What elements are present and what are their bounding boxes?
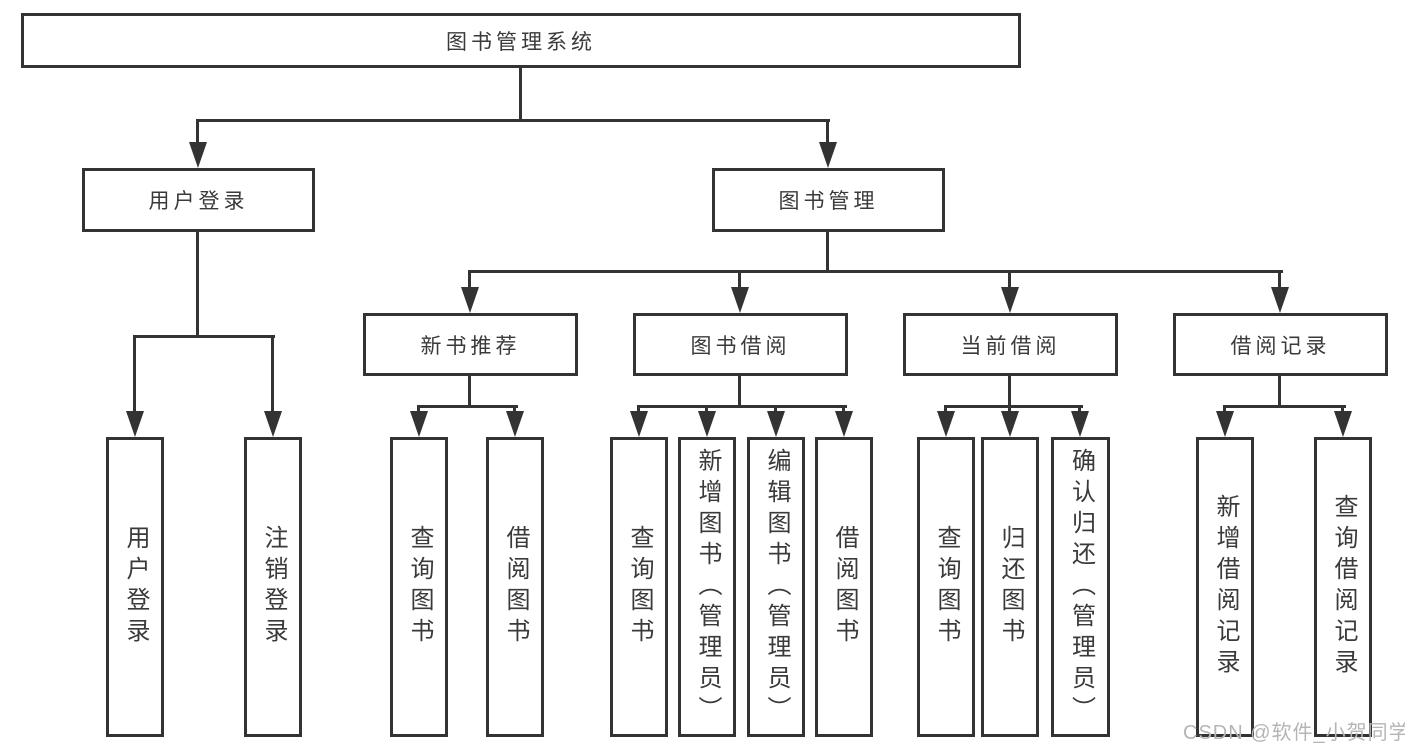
connector-line (842, 405, 845, 413)
arrowhead-icon (1001, 287, 1019, 313)
arrowhead-icon (1216, 411, 1234, 437)
connector-line (196, 119, 199, 144)
arrowhead-icon (506, 411, 524, 437)
arrowhead-icon (767, 411, 785, 437)
connector-line (468, 376, 471, 408)
leaf-br-query-record: 查询借阅记录 (1314, 437, 1372, 737)
connector-line (1008, 376, 1011, 408)
arrowhead-icon (1271, 287, 1289, 313)
node-book-management: 图书管理 (712, 168, 945, 232)
connector-line (1078, 405, 1081, 413)
csdn-watermark: CSDN @软件_小贺同学 (1183, 722, 1405, 744)
connector-line (1341, 405, 1344, 413)
connector-line (774, 405, 777, 413)
connector-line (705, 405, 708, 413)
connector-line (1008, 405, 1011, 413)
arrowhead-icon (461, 287, 479, 313)
connector-line (417, 405, 518, 408)
leaf-bb-edit-books-admin: 编辑图书（管理员） (747, 437, 805, 737)
leaf-bb-borrow-books: 借阅图书 (815, 437, 873, 737)
connector-line (519, 68, 522, 122)
arrowhead-icon (630, 411, 648, 437)
connector-line (1223, 405, 1346, 408)
arrowhead-icon (264, 411, 282, 437)
connector-line (637, 405, 847, 408)
arrowhead-icon (410, 411, 428, 437)
node-root-library-system: 图书管理系统 (21, 13, 1021, 68)
node-borrowing-records: 借阅记录 (1173, 313, 1388, 376)
connector-line (637, 405, 640, 413)
node-user-login: 用户登录 (82, 168, 315, 232)
leaf-logout: 注销登录 (244, 437, 302, 737)
connector-line (944, 405, 947, 413)
arrowhead-icon (1334, 411, 1352, 437)
node-current-borrowing: 当前借阅 (903, 313, 1118, 376)
leaf-cb-confirm-return-admin: 确认归还（管理员） (1051, 437, 1110, 737)
arrowhead-icon (937, 411, 955, 437)
connector-line (468, 270, 1283, 273)
connector-line (196, 232, 199, 338)
leaf-cb-query-books: 查询图书 (917, 437, 975, 737)
arrowhead-icon (835, 411, 853, 437)
leaf-cb-return-books: 归还图书 (981, 437, 1039, 737)
arrowhead-icon (189, 142, 207, 168)
leaf-nbr-query-books: 查询图书 (390, 437, 448, 737)
connector-line (271, 335, 274, 412)
connector-line (417, 405, 420, 413)
arrowhead-icon (1001, 411, 1019, 437)
connector-line (826, 119, 829, 144)
connector-line (738, 270, 741, 288)
connector-line (1278, 376, 1281, 408)
node-book-borrowing: 图书借阅 (633, 313, 848, 376)
arrowhead-icon (126, 411, 144, 437)
connector-line (513, 405, 516, 413)
connector-line (738, 376, 741, 408)
arrowhead-icon (819, 142, 837, 168)
connector-line (1223, 405, 1226, 413)
connector-line (826, 232, 829, 273)
leaf-bb-add-books-admin: 新增图书（管理员） (678, 437, 736, 737)
leaf-nbr-borrow-books: 借阅图书 (486, 437, 544, 737)
arrowhead-icon (698, 411, 716, 437)
connector-line (133, 335, 136, 412)
connector-line (1278, 270, 1281, 288)
arrowhead-icon (731, 287, 749, 313)
arrowhead-icon (1071, 411, 1089, 437)
leaf-user-login: 用户登录 (106, 437, 164, 737)
node-new-book-recommend: 新书推荐 (363, 313, 578, 376)
connector-line (133, 335, 275, 338)
connector-line (196, 119, 830, 122)
connector-line (1008, 270, 1011, 288)
connector-line (468, 270, 471, 288)
leaf-bb-query-books: 查询图书 (610, 437, 668, 737)
leaf-br-add-record: 新增借阅记录 (1196, 437, 1254, 737)
connector-line (944, 405, 1083, 408)
